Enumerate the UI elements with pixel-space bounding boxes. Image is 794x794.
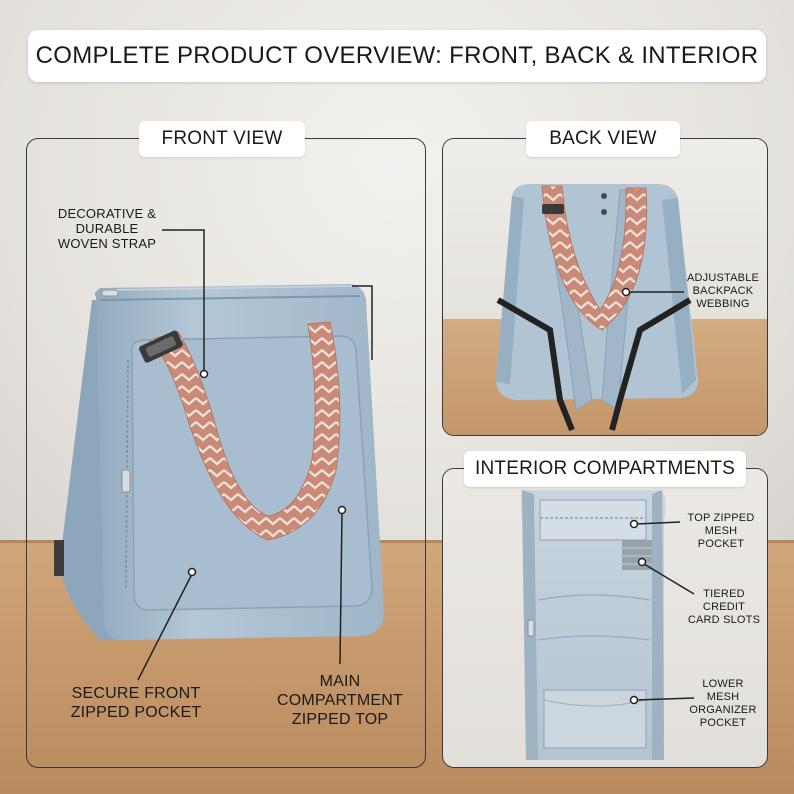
callout-organizer-pocket: LOWER MESH ORGANIZER POCKET: [682, 678, 764, 730]
callout-line: ZIPPED TOP: [291, 711, 389, 728]
callout-line: POCKET: [697, 538, 745, 550]
front-view-label: FRONT VIEW: [139, 121, 305, 157]
back-view-label: BACK VIEW: [526, 121, 680, 157]
callout-front-pocket: SECURE FRONT ZIPPED POCKET: [60, 684, 212, 722]
callout-line: LOWER: [702, 678, 744, 690]
callout-line: POCKET: [699, 717, 747, 729]
callout-line: CREDIT: [702, 601, 746, 613]
interior-label: INTERIOR COMPARTMENTS: [464, 451, 746, 487]
callout-line: TOP ZIPPED: [687, 512, 755, 524]
back-panel-table: [443, 319, 767, 435]
callout-mesh-pocket: TOP ZIPPED MESH POCKET: [678, 512, 764, 551]
callout-line: MESH: [704, 525, 738, 537]
callout-line: SECURE FRONT: [71, 685, 201, 702]
callout-line: ORGANIZER: [689, 704, 757, 716]
callout-line: MAIN: [319, 673, 361, 690]
table-edge: [0, 540, 794, 543]
callout-line: CARD SLOTS: [687, 614, 761, 626]
callout-line: DECORATIVE &: [57, 206, 157, 221]
callout-line: BACKPACK: [692, 285, 754, 297]
callout-line: DURABLE: [75, 221, 139, 236]
page-title: COMPLETE PRODUCT OVERVIEW: FRONT, BACK &…: [28, 30, 766, 82]
callout-card-slots: TIERED CREDIT CARD SLOTS: [684, 588, 764, 627]
callout-line: WEBBING: [696, 298, 750, 310]
callout-line: WOVEN STRAP: [57, 236, 157, 251]
callout-line: TIERED: [703, 588, 745, 600]
callout-line: MESH: [706, 691, 740, 703]
callout-webbing: ADJUSTABLE BACKPACK WEBBING: [682, 272, 764, 311]
callout-line: COMPARTMENT: [276, 692, 404, 709]
callout-main-compartment: MAIN COMPARTMENT ZIPPED TOP: [262, 672, 418, 729]
callout-woven-strap: DECORATIVE & DURABLE WOVEN STRAP: [48, 206, 166, 251]
callout-line: ADJUSTABLE: [686, 272, 760, 284]
callout-line: ZIPPED POCKET: [70, 704, 202, 721]
